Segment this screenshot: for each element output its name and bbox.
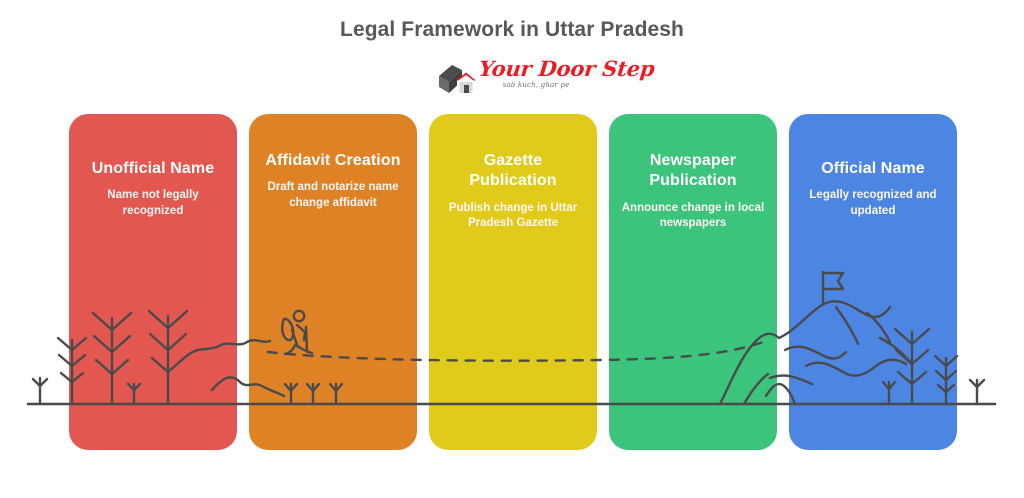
page-title: Legal Framework in Uttar Pradesh (340, 18, 684, 41)
card-subtitle: Publish change in Uttar Pradesh Gazette (448, 201, 578, 230)
card-subtitle: Legally recognized and updated (809, 189, 937, 217)
logo-wordmark: Your Door Step (477, 56, 656, 81)
brand-logo: Your Door Step sab kuch, ghar pe (437, 56, 656, 102)
stage-card-newspaper-publication[interactable]: Newspaper Publication Announce change in… (609, 114, 777, 450)
logo-tagline: sab kuch, ghar pe (502, 81, 570, 89)
card-subtitle: Name not legally recognized (107, 189, 199, 217)
card-title: Newspaper Publication (649, 152, 737, 190)
card-title: Official Name (821, 160, 925, 177)
stage-card-gazette-publication[interactable]: Gazette Publication Publish change in Ut… (429, 114, 597, 450)
card-title: Gazette Publication (469, 152, 557, 190)
card-title: Unofficial Name (91, 160, 215, 177)
stage-card-unofficial-name[interactable]: Unofficial Name Name not legally recogni… (69, 114, 237, 450)
stage-card-affidavit-creation[interactable]: Affidavit Creation Draft and notarize na… (249, 114, 417, 450)
stage-card-official-name[interactable]: Official Name Legally recognized and upd… (789, 114, 957, 450)
card-title: Affidavit Creation (265, 152, 401, 169)
card-subtitle: Draft and notarize name change affidavit (267, 181, 399, 209)
card-subtitle: Announce change in local newspapers (621, 201, 765, 230)
house-icon (439, 65, 476, 94)
